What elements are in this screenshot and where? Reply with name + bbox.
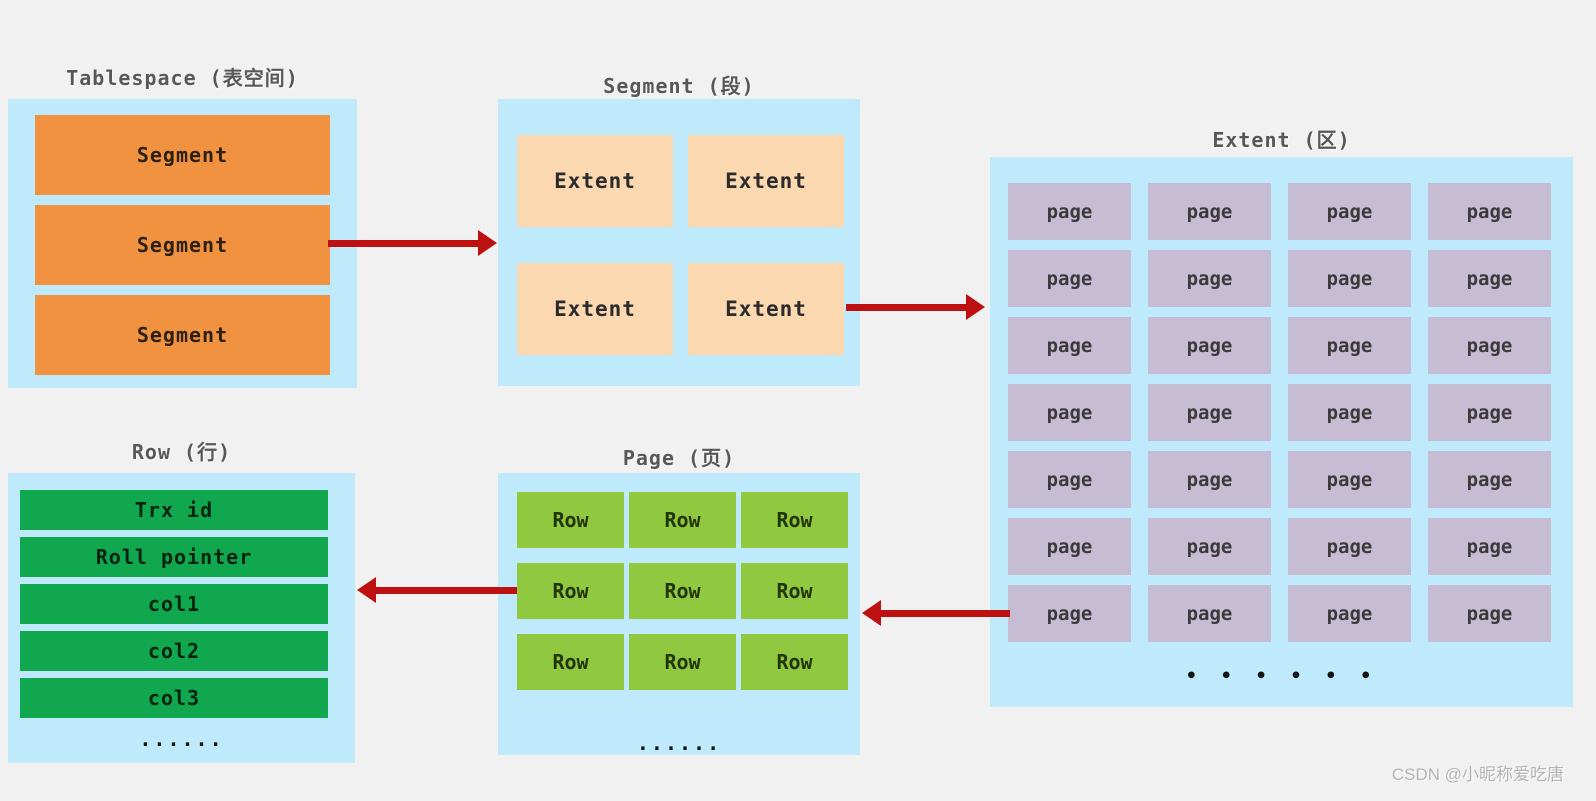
row-field-box: col3 xyxy=(20,678,328,718)
segment-box: Segment xyxy=(35,115,330,195)
arrow-tablespace-to-segment xyxy=(328,230,497,256)
row-field-list: Trx id Roll pointer col1 col2 col3 xyxy=(8,473,355,718)
segment-box: Segment xyxy=(35,205,330,285)
row-panel: Trx id Roll pointer col1 col2 col3 ...... xyxy=(8,473,355,763)
row-box: Row xyxy=(741,492,848,548)
page-box: page xyxy=(1148,451,1271,508)
page-title: Page (页) xyxy=(622,446,736,470)
page-box: page xyxy=(1008,585,1131,642)
page-box: page xyxy=(1008,518,1131,575)
row-ellipsis: ...... xyxy=(139,727,224,751)
page-box: page xyxy=(1428,384,1551,441)
page-box: page xyxy=(1288,585,1411,642)
page-box: page xyxy=(1428,250,1551,307)
segment-box: Segment xyxy=(35,295,330,375)
page-box: page xyxy=(1288,384,1411,441)
csdn-watermark: CSDN @小昵称爱吃唐 xyxy=(1391,765,1564,784)
extent-ellipsis: • • • • • • xyxy=(1185,665,1378,687)
page-box: page xyxy=(1008,183,1131,240)
extent-title: Extent (区) xyxy=(1212,128,1351,152)
arrow-extent-to-page xyxy=(862,600,1010,626)
row-field-box: Trx id xyxy=(20,490,328,530)
row-box: Row xyxy=(517,563,624,619)
page-box: page xyxy=(1428,317,1551,374)
page-box: page xyxy=(1428,451,1551,508)
extent-box: Extent xyxy=(688,263,844,355)
page-box: page xyxy=(1288,317,1411,374)
segment-title: Segment (段) xyxy=(603,74,755,98)
page-box: page xyxy=(1288,183,1411,240)
page-box: page xyxy=(1288,518,1411,575)
tablespace-title: Tablespace (表空间) xyxy=(66,66,299,90)
row-field-box: col1 xyxy=(20,584,328,624)
extent-panel: page page page page page page page page page page… xyxy=(990,157,1573,707)
row-title: Row (行) xyxy=(131,440,232,464)
row-box: Row xyxy=(629,563,736,619)
page-grid: page page page page page page page page page page… xyxy=(990,157,1573,642)
arrow-page-to-row xyxy=(357,577,517,603)
page-ellipsis: ...... xyxy=(636,731,722,755)
row-box: Row xyxy=(517,492,624,548)
page-box: page xyxy=(1148,250,1271,307)
extent-box: Extent xyxy=(688,135,844,227)
page-box: page xyxy=(1148,518,1271,575)
page-box: page xyxy=(1428,585,1551,642)
page-box: page xyxy=(1008,317,1131,374)
row-box: Row xyxy=(741,563,848,619)
row-box: Row xyxy=(741,634,848,690)
row-field-box: Roll pointer xyxy=(20,537,328,577)
arrow-segment-to-extent xyxy=(846,294,985,320)
page-box: page xyxy=(1008,384,1131,441)
page-box: page xyxy=(1288,250,1411,307)
extent-box: Extent xyxy=(517,135,673,227)
page-box: page xyxy=(1008,451,1131,508)
page-box: page xyxy=(1148,183,1271,240)
page-box: page xyxy=(1288,451,1411,508)
extent-box: Extent xyxy=(517,263,673,355)
page-box: page xyxy=(1428,183,1551,240)
row-box: Row xyxy=(517,634,624,690)
row-field-box: col2 xyxy=(20,631,328,671)
page-box: page xyxy=(1008,250,1131,307)
page-box: page xyxy=(1148,384,1271,441)
page-box: page xyxy=(1148,317,1271,374)
page-box: page xyxy=(1428,518,1551,575)
row-box: Row xyxy=(629,492,736,548)
page-box: page xyxy=(1148,585,1271,642)
row-box: Row xyxy=(629,634,736,690)
